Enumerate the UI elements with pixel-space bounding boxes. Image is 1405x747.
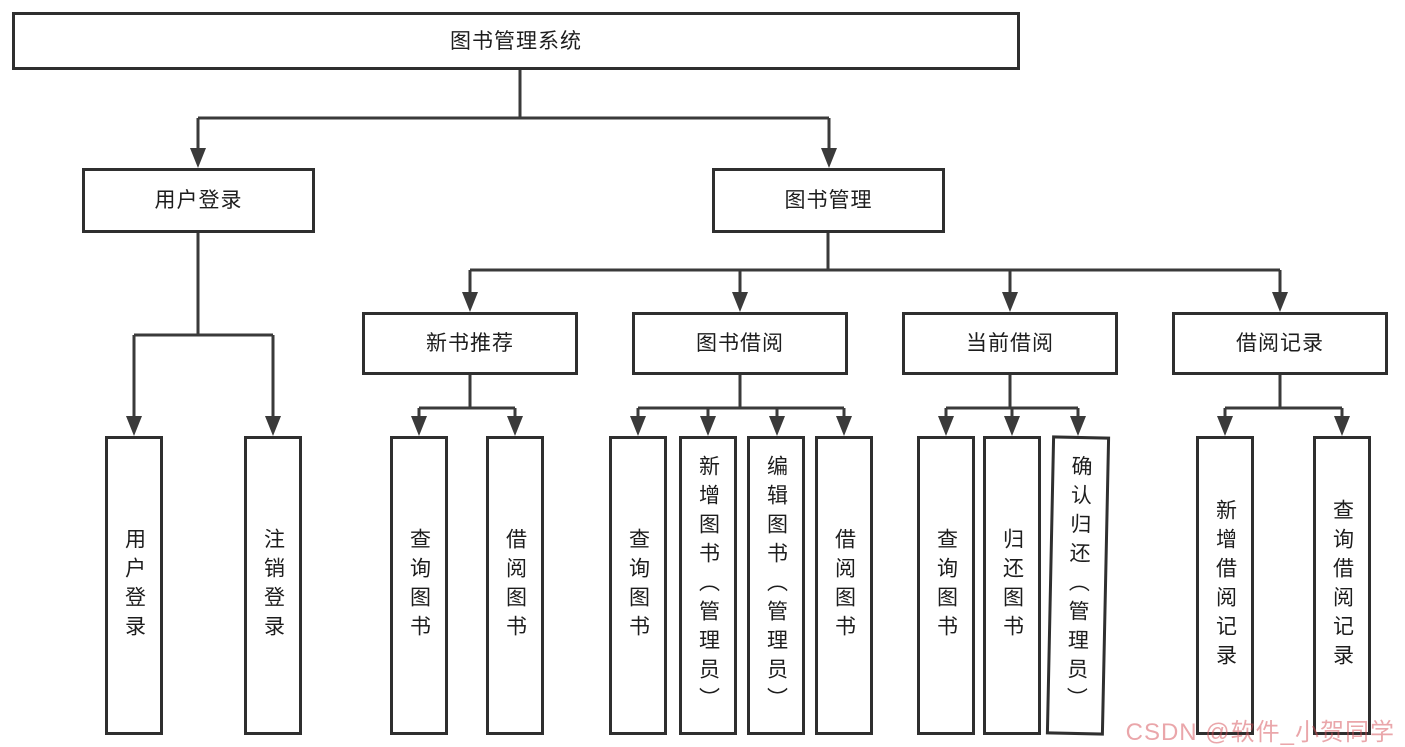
node-book-borrow: 图书借阅 (632, 312, 848, 375)
node-leaf-query-current: 查询图书 (917, 436, 975, 735)
node-root: 图书管理系统 (12, 12, 1020, 70)
node-leaf-query-book: 查询图书 (609, 436, 667, 735)
node-new-book-rec: 新书推荐 (362, 312, 578, 375)
node-leaf-logout: 注销登录 (244, 436, 302, 735)
node-current-borrow: 当前借阅 (902, 312, 1118, 375)
node-leaf-edit-book: 编辑图书（管理员） (747, 436, 805, 735)
node-leaf-confirm-return: 确认归还（管理员） (1045, 435, 1111, 736)
node-leaf-add-record: 新增借阅记录 (1196, 436, 1254, 735)
node-leaf-user-login: 用户登录 (105, 436, 163, 735)
arrowheads (126, 148, 1350, 436)
node-borrow-records: 借阅记录 (1172, 312, 1388, 375)
csdn-watermark: CSDN @软件_小贺同学 (1125, 719, 1395, 746)
node-user-login: 用户登录 (82, 168, 315, 233)
node-leaf-return-book: 归还图书 (983, 436, 1041, 735)
node-leaf-add-book: 新增图书（管理员） (679, 436, 737, 735)
node-leaf-borrow-book-rec: 借阅图书 (486, 436, 544, 735)
node-leaf-query-book-rec: 查询图书 (390, 436, 448, 735)
node-book-mgmt: 图书管理 (712, 168, 945, 233)
node-leaf-query-record: 查询借阅记录 (1313, 436, 1371, 735)
node-leaf-borrow-book: 借阅图书 (815, 436, 873, 735)
